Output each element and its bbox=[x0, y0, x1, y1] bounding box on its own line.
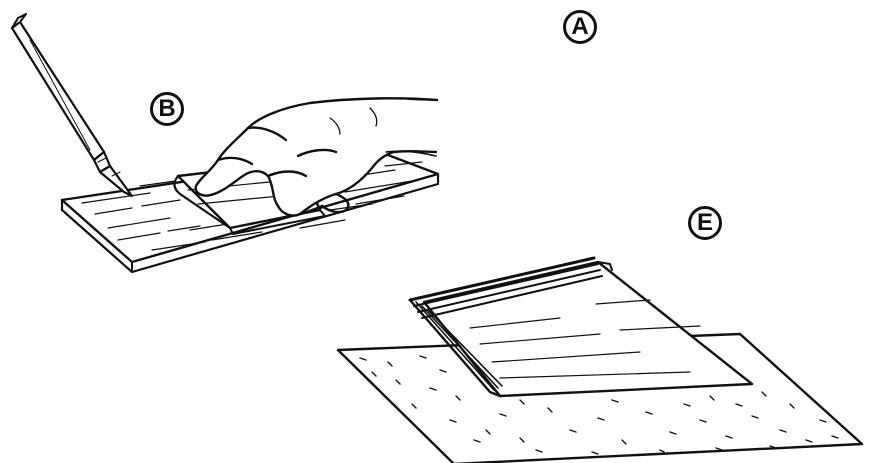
callout-e-text: E bbox=[697, 209, 713, 237]
callout-label-e: E bbox=[688, 206, 722, 240]
callout-label-a: A bbox=[563, 10, 597, 44]
figure-e-group bbox=[338, 258, 862, 463]
callout-label-b: B bbox=[150, 92, 184, 126]
callout-a-text: A bbox=[571, 13, 588, 41]
craft-knife bbox=[12, 14, 132, 196]
callout-b-text: B bbox=[158, 95, 175, 123]
figure-b-group bbox=[12, 14, 438, 272]
